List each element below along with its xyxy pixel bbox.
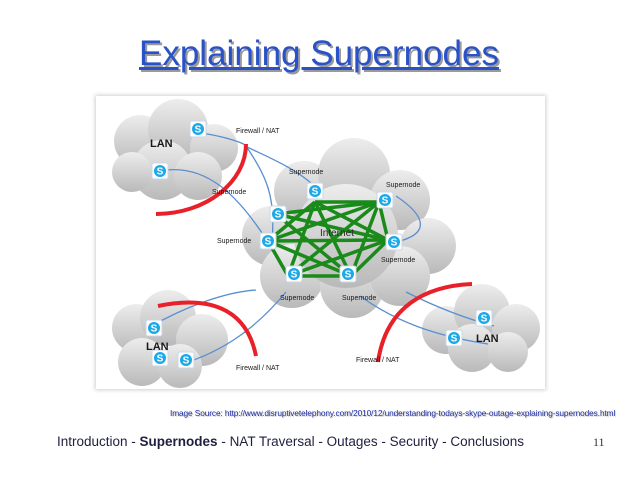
skype-icon	[269, 205, 287, 223]
firewall-label-bottom-left: Firewall / NAT	[236, 365, 280, 372]
source-prefix: Image Source:	[170, 408, 225, 418]
supernode-label: Supernode	[212, 189, 246, 196]
skype-icon	[339, 265, 357, 283]
internet-label: Internet	[320, 228, 354, 239]
skype-icon	[151, 162, 169, 180]
lan-label-right: LAN	[476, 333, 499, 345]
skype-icon	[385, 233, 403, 251]
nav-nat-traversal[interactable]: NAT Traversal	[229, 434, 315, 449]
supernode-label: Supernode	[381, 257, 415, 264]
skype-icon	[189, 120, 207, 138]
nav-conclusions[interactable]: Conclusions	[450, 434, 524, 449]
skype-icon	[259, 232, 277, 250]
firewall-label-top: Firewall / NAT	[236, 128, 280, 135]
diagram-svg: S	[112, 99, 540, 388]
source-url[interactable]: http://www.disruptivetelephony.com/2010/…	[224, 408, 616, 418]
skype-icon	[376, 191, 394, 209]
nav-separator: -	[127, 434, 140, 449]
firewall-arc-bottom-right	[376, 282, 473, 363]
nav-separator: -	[377, 434, 390, 449]
supernode-label: Supernode	[342, 295, 376, 302]
skype-icon	[475, 309, 493, 327]
page-number: 11	[593, 435, 605, 449]
supernode-diagram: S	[96, 96, 545, 389]
nav-separator: -	[438, 434, 451, 449]
lan-label-top-left: LAN	[150, 138, 173, 150]
supernode-label: Supernode	[280, 295, 314, 302]
supernode-label: Supernode	[289, 169, 323, 176]
skype-icon	[445, 329, 463, 347]
firewall-label-bottom-right: Firewall / NAT	[356, 357, 400, 364]
supernode-label: Supernode	[217, 238, 251, 245]
firewall-arc-top	[155, 143, 248, 216]
slide-title: Explaining Supernodes	[139, 34, 499, 73]
skype-icon	[145, 319, 163, 337]
footer-navigation: Introduction - Supernodes - NAT Traversa…	[57, 434, 524, 449]
lan-label-bottom-left: LAN	[146, 341, 169, 353]
supernode-label: Supernode	[386, 182, 420, 189]
nav-separator: -	[217, 434, 230, 449]
nav-security[interactable]: Security	[389, 434, 439, 449]
image-source-credit: Image Source: http://www.disruptivetelep…	[170, 408, 615, 418]
nav-outages[interactable]: Outages	[326, 434, 378, 449]
nav-introduction[interactable]: Introduction	[57, 434, 128, 449]
supernode-mesh	[266, 200, 390, 278]
firewall-arc-bottom-left	[157, 300, 258, 357]
firewall-arcs	[155, 143, 473, 363]
nav-supernodes-current[interactable]: Supernodes	[139, 434, 218, 449]
skype-icon	[285, 265, 303, 283]
nav-separator: -	[314, 434, 327, 449]
skype-icon	[306, 182, 324, 200]
lan-cloud-right	[422, 284, 540, 372]
skype-icon	[177, 351, 195, 369]
